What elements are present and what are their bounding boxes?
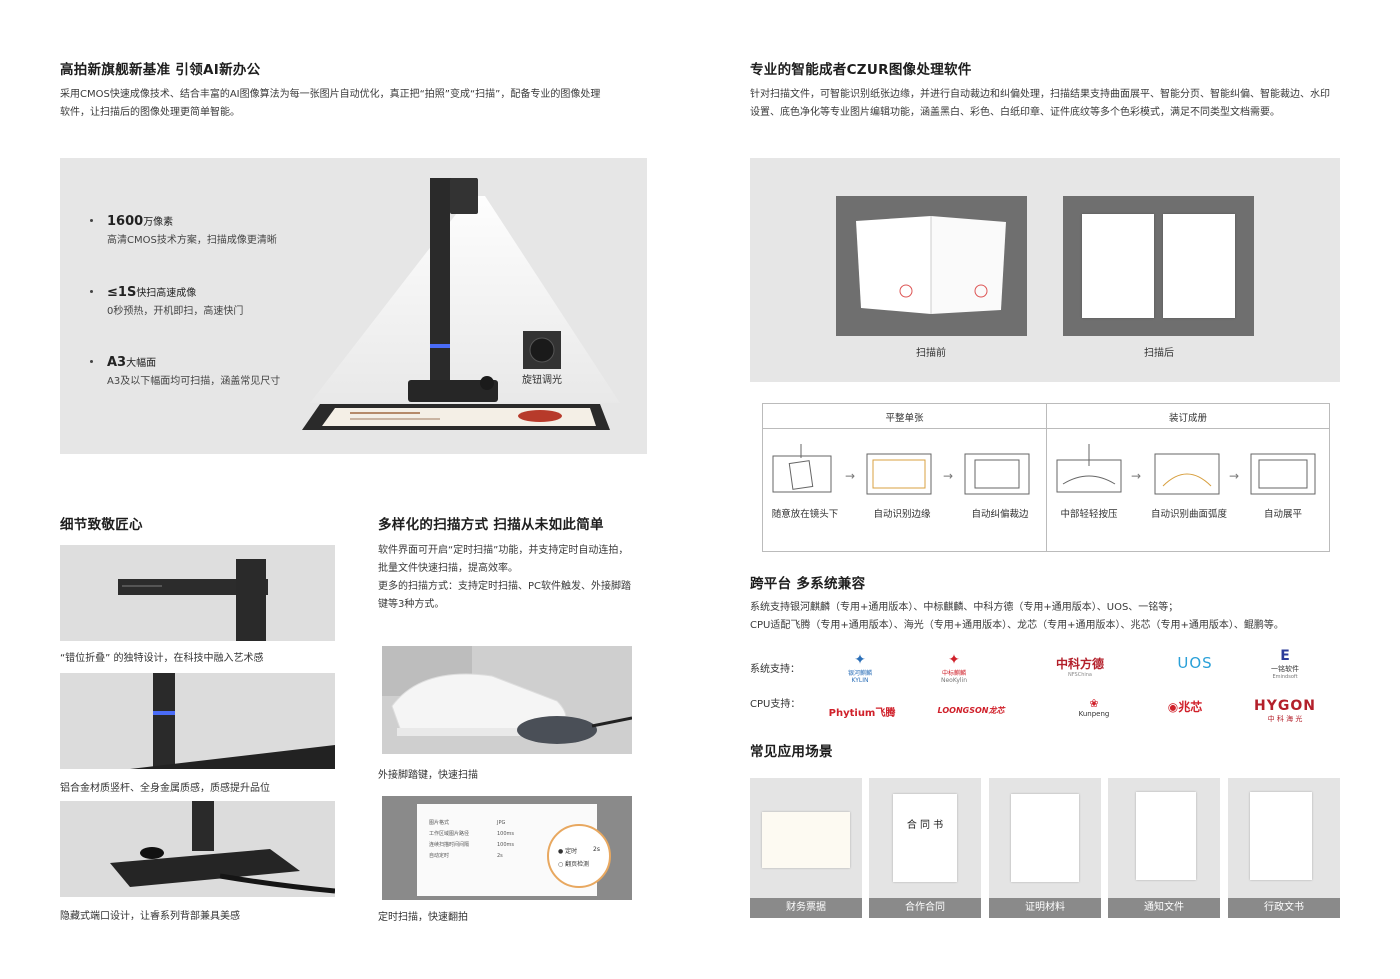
- scene-notice: 通知文件: [1108, 778, 1220, 918]
- hero-title: 高拍新旗舰新基准 引领AI新办公: [60, 62, 261, 78]
- detail-photo-pole: [60, 673, 335, 769]
- zhaoxin-logo: ◉兆芯: [1167, 700, 1203, 714]
- detail-photo-arm: [60, 545, 335, 641]
- knob-image: [523, 331, 561, 369]
- feature-strong: ≤1S: [107, 285, 137, 300]
- settings-values: JPG 100ms 100ms 2s: [497, 820, 515, 859]
- neokylin-logo: ✦ 中标麒麟 NeoKylin: [924, 652, 984, 684]
- system-support-label: 系统支持：: [750, 664, 800, 675]
- svg-text:→: →: [1131, 469, 1141, 483]
- timer-caption: 定时扫描，快速翻拍: [378, 912, 468, 923]
- knob-caption: 旋钮调光: [522, 375, 562, 386]
- flow-step-6: 自动展平: [1263, 509, 1302, 520]
- scan-modes-title: 多样化的扫描方式 扫描从未如此简单: [378, 517, 604, 533]
- feature-strong: A3: [107, 355, 127, 370]
- flow-step-4: 中部轻轻按压: [1060, 509, 1118, 520]
- after-image: [1063, 196, 1254, 336]
- timer-screenshot: 图片格式 工作区域图片路径 连续扫描时间间隔 自动定时 JPG 100ms 10…: [382, 796, 632, 900]
- detail-caption-2: 铝合金材质竖杆、全身金属质感，质感提升品位: [60, 783, 270, 794]
- flow-step-3: 自动纠偏裁边: [971, 509, 1029, 520]
- svg-text:→: →: [845, 469, 855, 483]
- software-description: 针对扫描文件，可智能识别纸张边缘，并进行自动裁边和纠偏处理，扫描结果支持曲面展平…: [750, 89, 1330, 118]
- svg-text:→: →: [1229, 469, 1239, 483]
- hygon-logo: HYGON 中 科 海 光: [1254, 698, 1316, 723]
- scanner-illustration: [302, 178, 620, 430]
- svg-text:→: →: [943, 469, 953, 483]
- hero-panel: 1600万像素 高清CMOS技术方案，扫描成像更清晰 ≤1S快扫高速成像 0秒预…: [60, 158, 647, 454]
- emindsoft-icon: E: [1280, 648, 1290, 664]
- zoom-circle: ● 定时 ○ 翻页检测 2s: [547, 824, 611, 888]
- detail-caption-1: “错位折叠” 的独特设计，在科技中融入艺术感: [60, 653, 264, 664]
- platform-title: 跨平台 多系统兼容: [750, 576, 866, 592]
- zhaoxin-icon: ◉: [1167, 700, 1179, 714]
- after-label: 扫描后: [1144, 348, 1174, 359]
- kunpeng-icon: ❀: [1089, 697, 1099, 710]
- emindsoft-logo: E 一铭软件 Emindsoft: [1255, 648, 1315, 680]
- scene-finance: 财务票据: [750, 778, 862, 918]
- scene-contract: 合 同 书 合作合同: [869, 778, 981, 918]
- detail-title: 细节致敬匠心: [60, 517, 143, 533]
- flow-icons: → → → →: [772, 444, 1316, 495]
- scenes-title: 常见应用场景: [750, 744, 833, 760]
- nfschina-logo: 中科方德 NFSChina: [1055, 657, 1104, 678]
- feature-speed: ≤1S快扫高速成像 0秒预热，开机即扫，高速快门: [90, 284, 310, 317]
- scan-modes-description: 软件界面可开启“定时扫描”功能，并支持定时自动连拍， 批量文件快速扫描，提高效率…: [378, 545, 632, 610]
- detail-caption-3: 隐藏式端口设计，让睿系列背部兼具美感: [60, 911, 240, 922]
- detail-photo-port: [60, 801, 335, 897]
- flow-step-2: 自动识别边缘: [873, 509, 931, 520]
- cpu-support-label: CPU支持：: [750, 699, 801, 710]
- flow-step-1: 随意放在镜头下: [771, 509, 839, 520]
- flow-col1-title: 平整单张: [885, 413, 924, 424]
- scan-flow-diagram: 平整单张 装订成册 → → → → 随意放在镜头下 自动识别边缘 自动纠偏裁边 …: [762, 403, 1330, 552]
- before-image: [836, 196, 1027, 336]
- kylin-icon: ✦: [854, 652, 866, 668]
- kunpeng-logo: ❀ Kunpeng: [1064, 697, 1124, 718]
- platform-description: 系统支持银河麒麟（专用+通用版本）、中标麒麟、中科方德（专用+通用版本）、UOS…: [750, 602, 1284, 631]
- pedal-photo: [382, 646, 632, 754]
- scene-certificate: 证明材料: [989, 778, 1101, 918]
- uos-logo: UOS: [1177, 654, 1213, 672]
- loongson-logo: LOONGSON龙芯: [937, 706, 1005, 715]
- neokylin-icon: ✦: [948, 652, 960, 668]
- flow-col2-title: 装订成册: [1168, 413, 1207, 424]
- hero-description: 采用CMOS快速成像技术、结合丰富的AI图像算法为每一张图片自动优化，真正把“拍…: [60, 89, 601, 118]
- before-label: 扫描前: [916, 348, 946, 359]
- pedal-caption: 外接脚踏键，快速扫描: [378, 770, 478, 781]
- feature-size: A3大幅面 A3及以下幅面均可扫描，涵盖常见尺寸: [90, 354, 310, 387]
- settings-labels: 图片格式 工作区域图片路径 连续扫描时间间隔 自动定时: [429, 820, 470, 859]
- phytium-logo: Phytium飞腾: [828, 708, 896, 719]
- software-title: 专业的智能成者CZUR图像处理软件: [750, 62, 972, 78]
- kylin-logo: ✦ 银河麒麟 KYLIN: [830, 652, 890, 684]
- before-after-panel: 扫描前 扫描后: [750, 158, 1340, 382]
- feature-resolution: 1600万像素 高清CMOS技术方案，扫描成像更清晰: [90, 213, 310, 246]
- feature-strong: 1600: [107, 214, 144, 229]
- flow-step-5: 自动识别曲面弧度: [1150, 509, 1227, 520]
- scene-admin: 行政文书: [1228, 778, 1340, 918]
